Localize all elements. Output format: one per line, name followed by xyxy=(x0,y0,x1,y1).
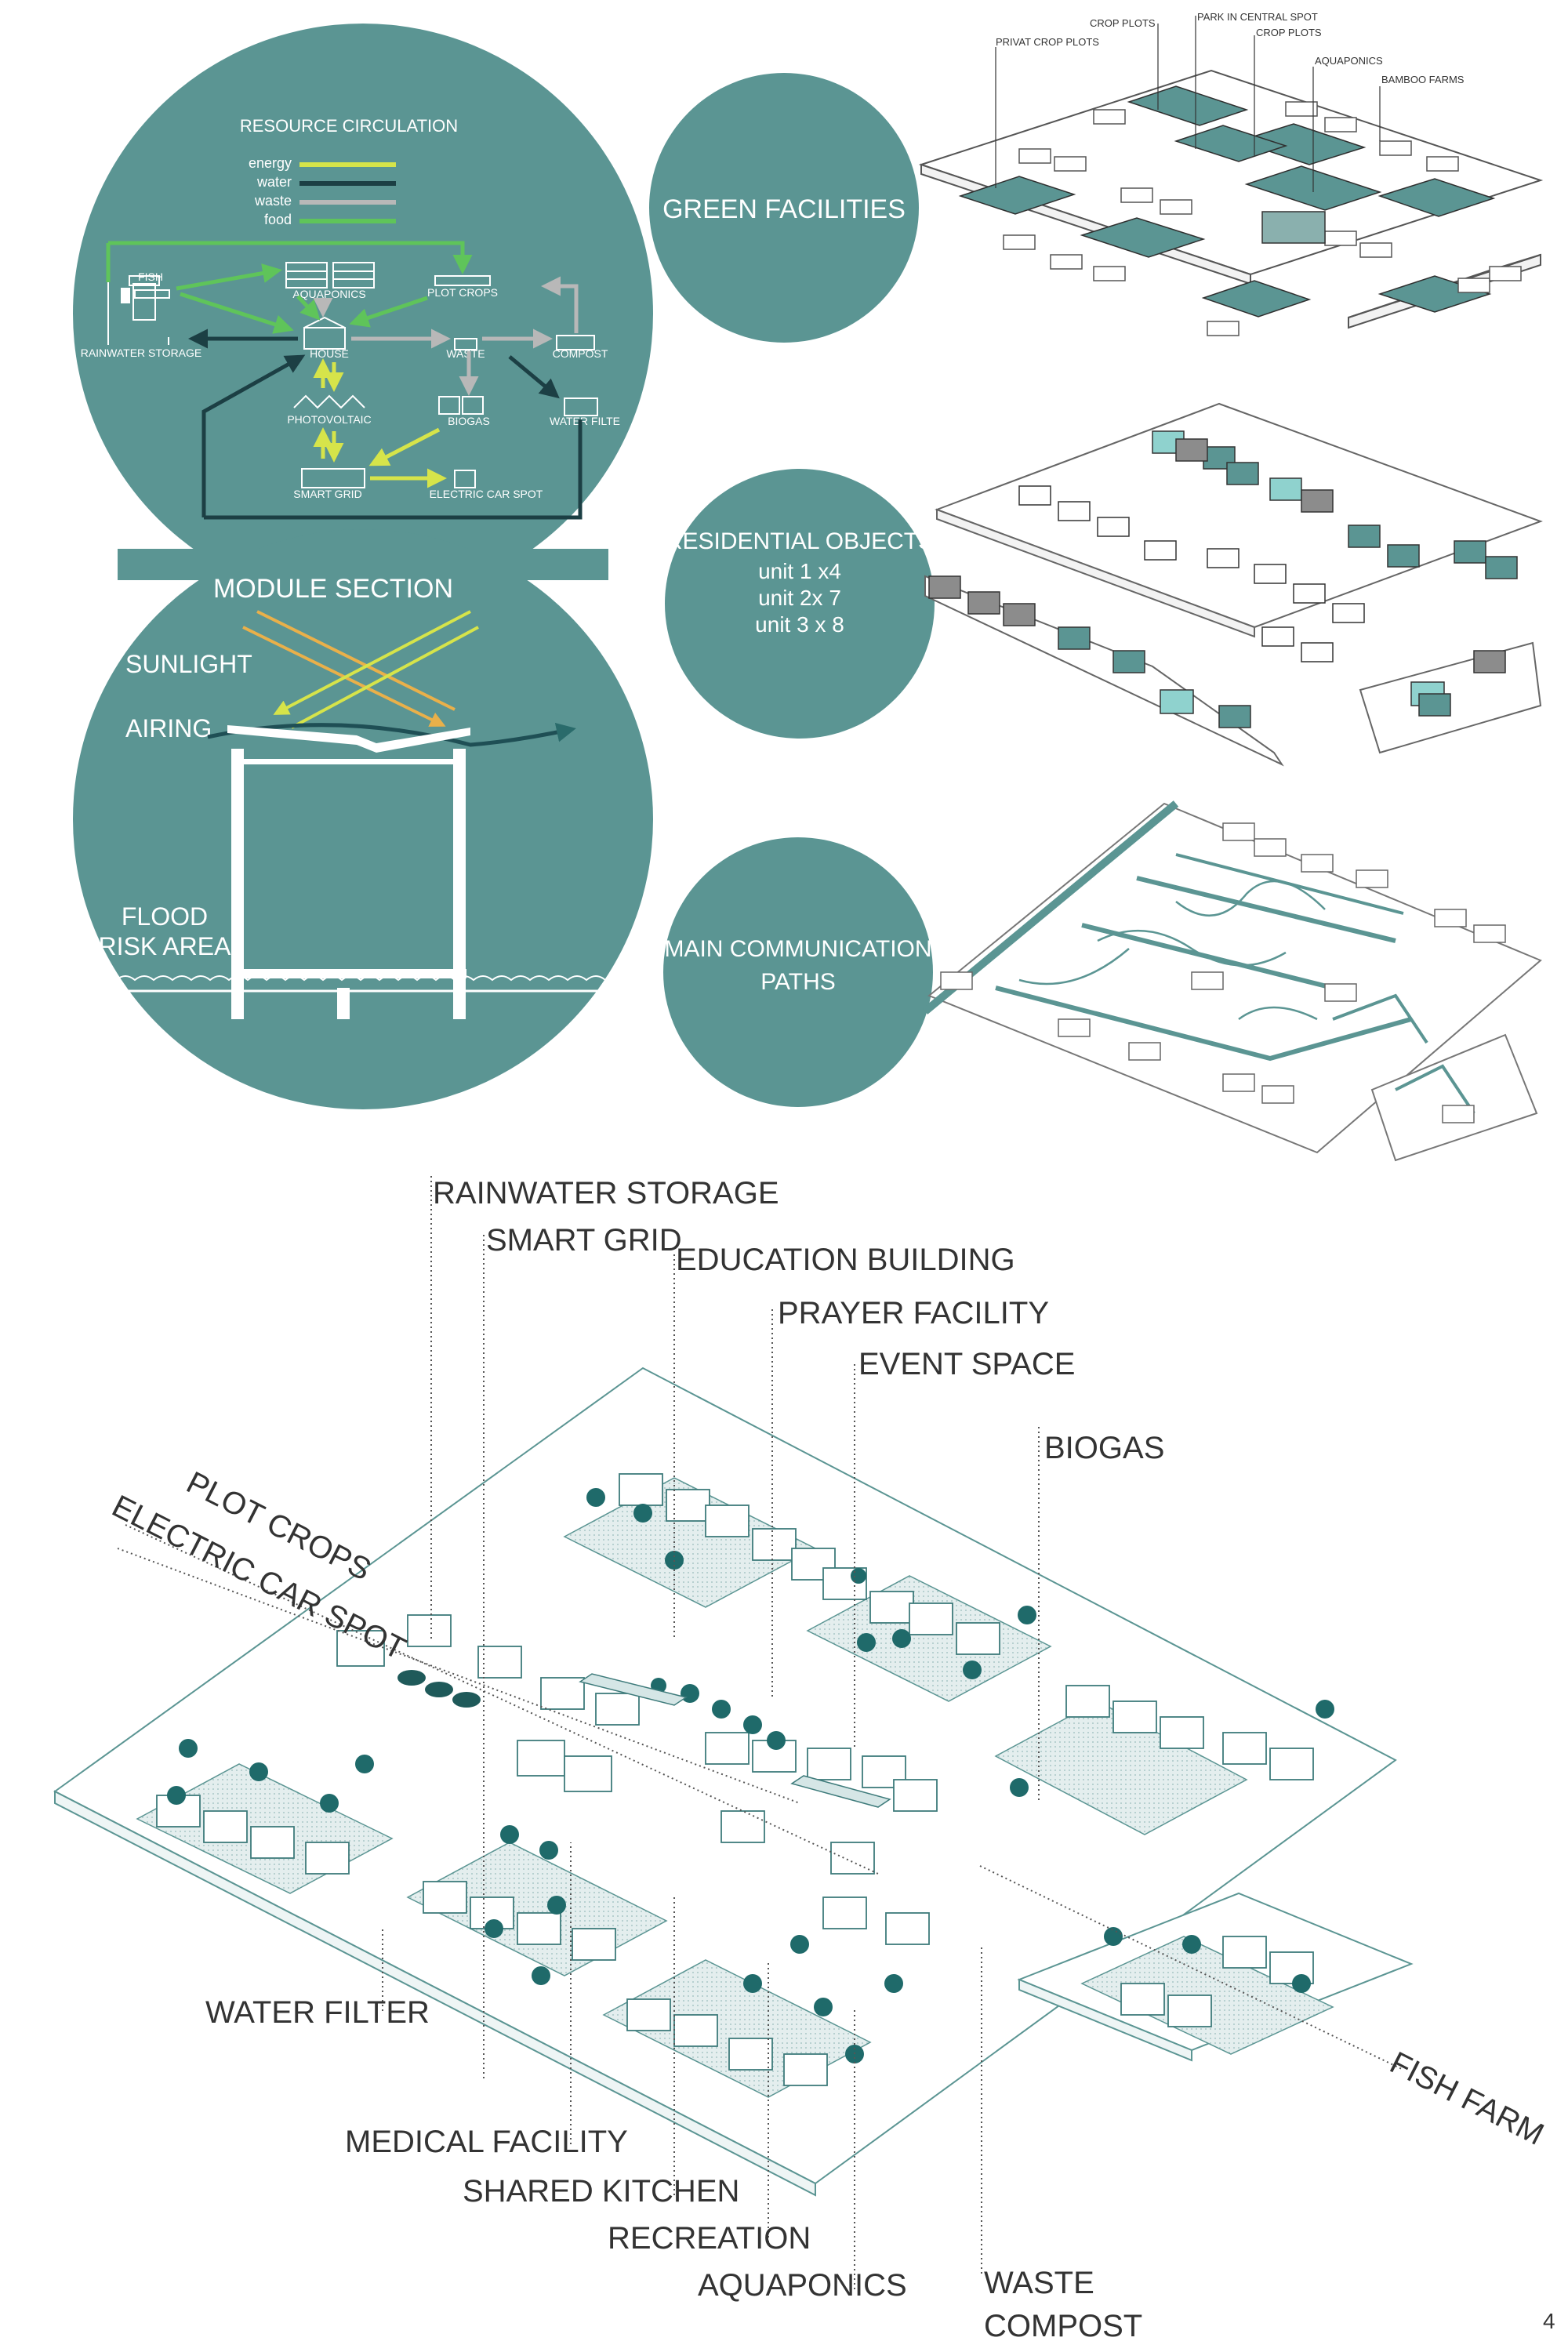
plan-leader-lines xyxy=(117,1176,1404,2289)
communication-line-1: MAIN COMMUNICATION xyxy=(664,936,931,962)
label-crop-plots-1: CROP PLOTS xyxy=(1090,17,1156,29)
label-event-space: EVENT SPACE xyxy=(858,1347,1075,1381)
resource-circulation-title: RESOURCE CIRCULATION xyxy=(240,116,458,136)
label-bamboo-farms: BAMBOO FARMS xyxy=(1381,74,1465,85)
label-aquaponics: AQUAPONICS xyxy=(698,2268,907,2303)
residential-line-3: unit 3 x 8 xyxy=(755,612,844,637)
label-smart-grid: SMART GRID xyxy=(486,1223,682,1258)
node-water-filter: WATER FILTE xyxy=(550,415,620,427)
photovoltaic-icon xyxy=(293,394,365,409)
airing-label: AIRING xyxy=(125,714,212,742)
green-facilities-title: GREEN FACILITIES xyxy=(662,194,906,224)
module-circle xyxy=(73,529,653,1109)
label-shared-kitchen: SHARED KITCHEN xyxy=(463,2174,739,2209)
green-facilities-panel: GREEN FACILITIES xyxy=(649,11,1544,343)
aquaponics-icon-1 xyxy=(285,262,328,289)
building-modules xyxy=(156,1473,1314,2086)
compost-icon xyxy=(556,335,595,350)
label-park-central-spot: PARK IN CENTRAL SPOT xyxy=(1197,11,1318,23)
flood-label-line2: RISK AREA xyxy=(99,932,232,960)
residential-title: RESIDENTIAL OBJECTS xyxy=(666,528,934,554)
node-house: HOUSE xyxy=(310,347,349,360)
communication-axonometric xyxy=(922,800,1542,1162)
label-crop-plots-2: CROP PLOTS xyxy=(1256,27,1322,38)
label-waste: WASTE xyxy=(984,2266,1094,2300)
legend-energy: energy xyxy=(249,155,292,171)
label-water-filter: WATER FILTER xyxy=(205,1995,430,2030)
aquaponics-icon-2 xyxy=(332,262,375,289)
courtyard-3 xyxy=(994,1700,1248,1835)
label-fish-farm: FISH FARM xyxy=(1385,2045,1549,2152)
node-waste: WASTE xyxy=(446,347,485,360)
label-recreation: RECREATION xyxy=(608,2221,811,2256)
resource-flows xyxy=(106,241,583,520)
node-electric-car-spot: ELECTRIC CAR SPOT xyxy=(430,488,543,500)
water-filter-icon xyxy=(564,397,598,416)
module-section-diagram: MODULE SECTION SUNLIGHT AIRING FLOOD RIS… xyxy=(78,574,608,1019)
label-privat-crop-plots: PRIVAT CROP PLOTS xyxy=(996,36,1099,48)
residential-line-2: unit 2x 7 xyxy=(758,586,841,610)
communication-line-2: PATHS xyxy=(760,969,836,995)
biogas-domes xyxy=(397,1670,481,1708)
communication-circle xyxy=(663,837,933,1107)
label-prayer-facility: PRAYER FACILITY xyxy=(778,1296,1049,1330)
node-plot-crops: PLOT CROPS xyxy=(427,286,498,299)
node-biogas: BIOGAS xyxy=(448,415,490,427)
main-site-plan xyxy=(53,1367,1414,2197)
biogas-icon-1 xyxy=(438,396,460,415)
node-fish: FISH xyxy=(138,270,163,283)
residential-circle xyxy=(665,469,935,739)
residential-axonometric xyxy=(924,402,1543,767)
rainwater-tank-icon xyxy=(132,283,156,321)
solar-strips xyxy=(579,1673,891,1808)
palm-trees xyxy=(167,1488,1334,2063)
node-smart-grid: SMART GRID xyxy=(293,488,361,500)
module-house-frame xyxy=(227,725,470,1019)
node-compost: COMPOST xyxy=(553,347,608,360)
plot-crops-icon xyxy=(434,275,491,286)
resource-circulation-diagram: RESOURCE CIRCULATION energy water waste … xyxy=(81,116,620,520)
green-facilities-circle xyxy=(649,73,919,343)
label-aquaponics: AQUAPONICS xyxy=(1315,55,1383,67)
node-rainwater-storage: RAINWATER STORAGE xyxy=(81,347,202,359)
water-line xyxy=(78,975,606,982)
label-compost: COMPOST xyxy=(984,2309,1142,2343)
page-number: 4 xyxy=(1543,2309,1555,2333)
house-icon xyxy=(303,316,346,350)
legend-water: water xyxy=(256,174,292,190)
smart-grid-icon xyxy=(301,468,365,488)
residential-line-1: unit 1 x4 xyxy=(758,559,841,583)
resource-legend: energy water waste food xyxy=(249,155,396,227)
sunlight-label: SUNLIGHT xyxy=(125,650,252,678)
label-education-building: EDUCATION BUILDING xyxy=(676,1243,1015,1277)
communication-paths-panel: MAIN COMMUNICATION PATHS xyxy=(663,800,1542,1162)
label-medical-facility: MEDICAL FACILITY xyxy=(345,2125,628,2159)
module-section-title: MODULE SECTION xyxy=(213,574,453,604)
label-rainwater-storage: RAINWATER STORAGE xyxy=(433,1176,779,1210)
legend-food: food xyxy=(264,212,292,227)
fish-tank-icon xyxy=(134,289,170,299)
node-photovoltaic: PHOTOVOLTAIC xyxy=(287,413,371,426)
waste-icon xyxy=(454,338,477,350)
label-biogas: BIOGAS xyxy=(1044,1431,1164,1465)
biogas-icon-2 xyxy=(462,396,484,415)
residential-objects-panel: RESIDENTIAL OBJECTS unit 1 x4 unit 2x 7 … xyxy=(665,402,1543,767)
green-facilities-axonometric: CROP PLOTS PRIVAT CROP PLOTS PARK IN CEN… xyxy=(918,11,1544,336)
flood-label-line1: FLOOD xyxy=(122,902,208,931)
node-aquaponics: AQUAPONICS xyxy=(292,288,365,300)
electric-car-icon xyxy=(454,470,476,488)
legend-waste: waste xyxy=(254,193,292,209)
